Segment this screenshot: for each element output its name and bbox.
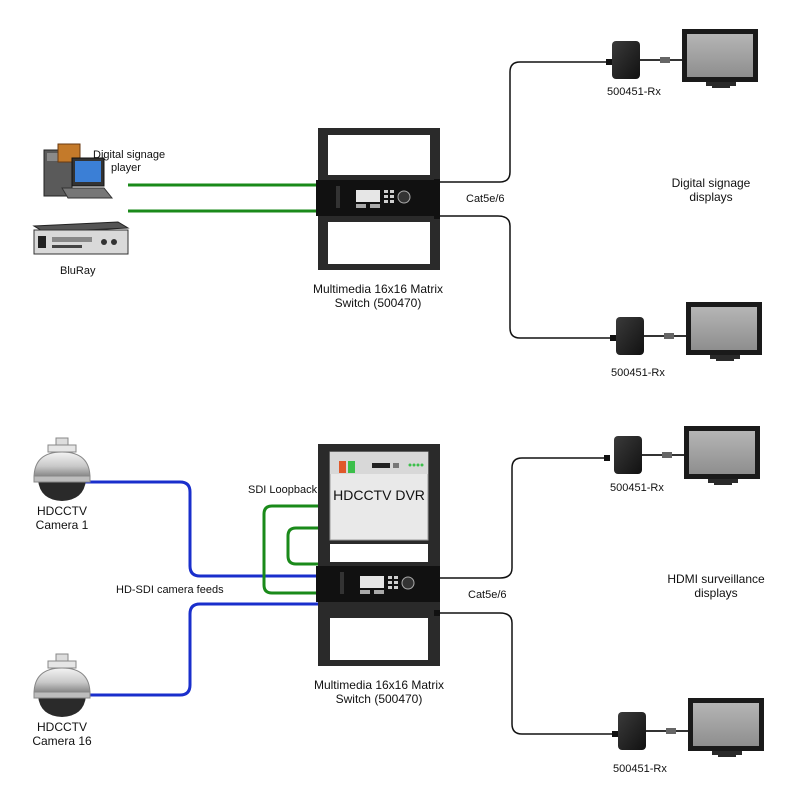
player-label-line2: player bbox=[111, 162, 141, 174]
displays-top-label-line1: Digital signage bbox=[672, 176, 751, 190]
display-monitor-bottom-1 bbox=[684, 426, 760, 485]
dome-camera-icon bbox=[33, 437, 91, 501]
camera1-label-line1: HDCCTV bbox=[37, 504, 87, 518]
cable-top-label: Cat5e/6 bbox=[466, 193, 505, 205]
receiver-bottom-2-label: 500451-Rx bbox=[613, 763, 667, 775]
displays-top-label-line2: displays bbox=[689, 190, 732, 204]
blue-cables-bottom bbox=[82, 480, 318, 697]
display-monitor-bottom-2 bbox=[688, 698, 764, 757]
matrix-switch-top bbox=[316, 128, 440, 270]
receiver-top-2-label: 500451-Rx bbox=[611, 367, 665, 379]
display-monitor-top-2 bbox=[686, 302, 762, 361]
receiver-top-2 bbox=[616, 317, 686, 355]
bluray-player-icon bbox=[32, 221, 130, 255]
cat5-cables-bottom bbox=[440, 457, 614, 735]
dome-camera-icon bbox=[33, 653, 91, 717]
display-monitor-top-1 bbox=[682, 29, 758, 88]
switch-top-label-line1: Multimedia 16x16 Matrix bbox=[313, 282, 443, 296]
displays-bottom-label-line1: HDMI surveillance bbox=[667, 572, 765, 586]
camera1-label-line2: Camera 1 bbox=[36, 518, 89, 532]
receiver-top-1 bbox=[612, 41, 682, 79]
receiver-bottom-2 bbox=[618, 712, 688, 750]
green-cables-top bbox=[128, 183, 318, 213]
switch-top-label-line2: Switch (500470) bbox=[335, 296, 422, 310]
cable-bottom-label: Cat5e/6 bbox=[468, 589, 507, 601]
switch-bottom-label-line1: Multimedia 16x16 Matrix bbox=[314, 678, 444, 692]
feeds-label: HD-SDI camera feeds bbox=[116, 584, 224, 596]
switch-bottom-label-line2: Switch (500470) bbox=[336, 692, 423, 706]
computer-icon bbox=[43, 143, 114, 199]
bluray-label: BluRay bbox=[60, 265, 96, 277]
player-label-line1: Digital signage bbox=[93, 149, 165, 161]
displays-bottom-label-line2: displays bbox=[694, 586, 737, 600]
receiver-bottom-1 bbox=[614, 436, 684, 474]
loopback-cables bbox=[262, 504, 318, 595]
dvr-switch-rack bbox=[316, 444, 440, 666]
dvr-label: HDCCTV DVR bbox=[333, 487, 425, 503]
camera16-label-line2: Camera 16 bbox=[32, 734, 92, 748]
cat5-cables-top bbox=[440, 61, 614, 339]
receiver-top-1-label: 500451-Rx bbox=[607, 86, 661, 98]
loopback-label: SDI Loopback bbox=[248, 484, 318, 496]
camera16-label-line1: HDCCTV bbox=[37, 720, 87, 734]
receiver-bottom-1-label: 500451-Rx bbox=[610, 482, 664, 494]
